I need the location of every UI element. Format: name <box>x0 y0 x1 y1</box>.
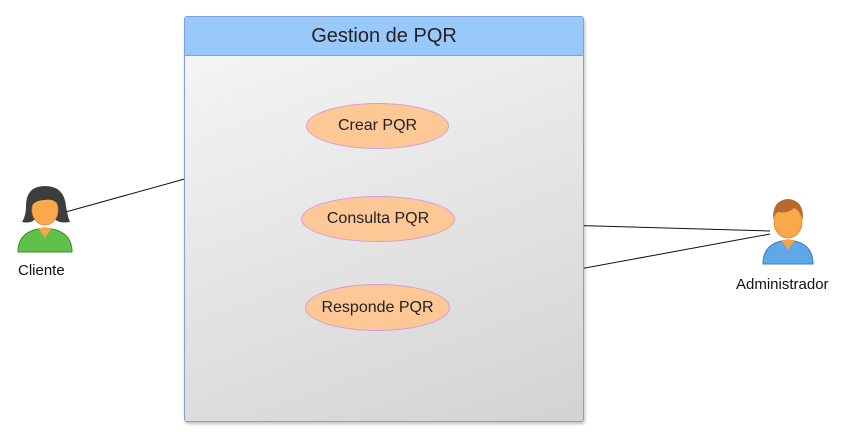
use-case-responde-pqr[interactable]: Responde PQR <box>305 284 450 331</box>
actor-cliente[interactable] <box>14 184 76 254</box>
female-user-icon <box>17 186 73 253</box>
actor-cliente-label: Cliente <box>18 262 65 279</box>
actor-administrador[interactable] <box>760 196 816 266</box>
use-case-consulta-pqr[interactable]: Consulta PQR <box>301 196 455 242</box>
system-title: Gestion de PQR <box>185 17 583 56</box>
use-case-crear-pqr[interactable]: Crear PQR <box>306 103 449 149</box>
actor-administrador-label: Administrador <box>736 276 829 293</box>
male-user-icon <box>762 199 814 265</box>
